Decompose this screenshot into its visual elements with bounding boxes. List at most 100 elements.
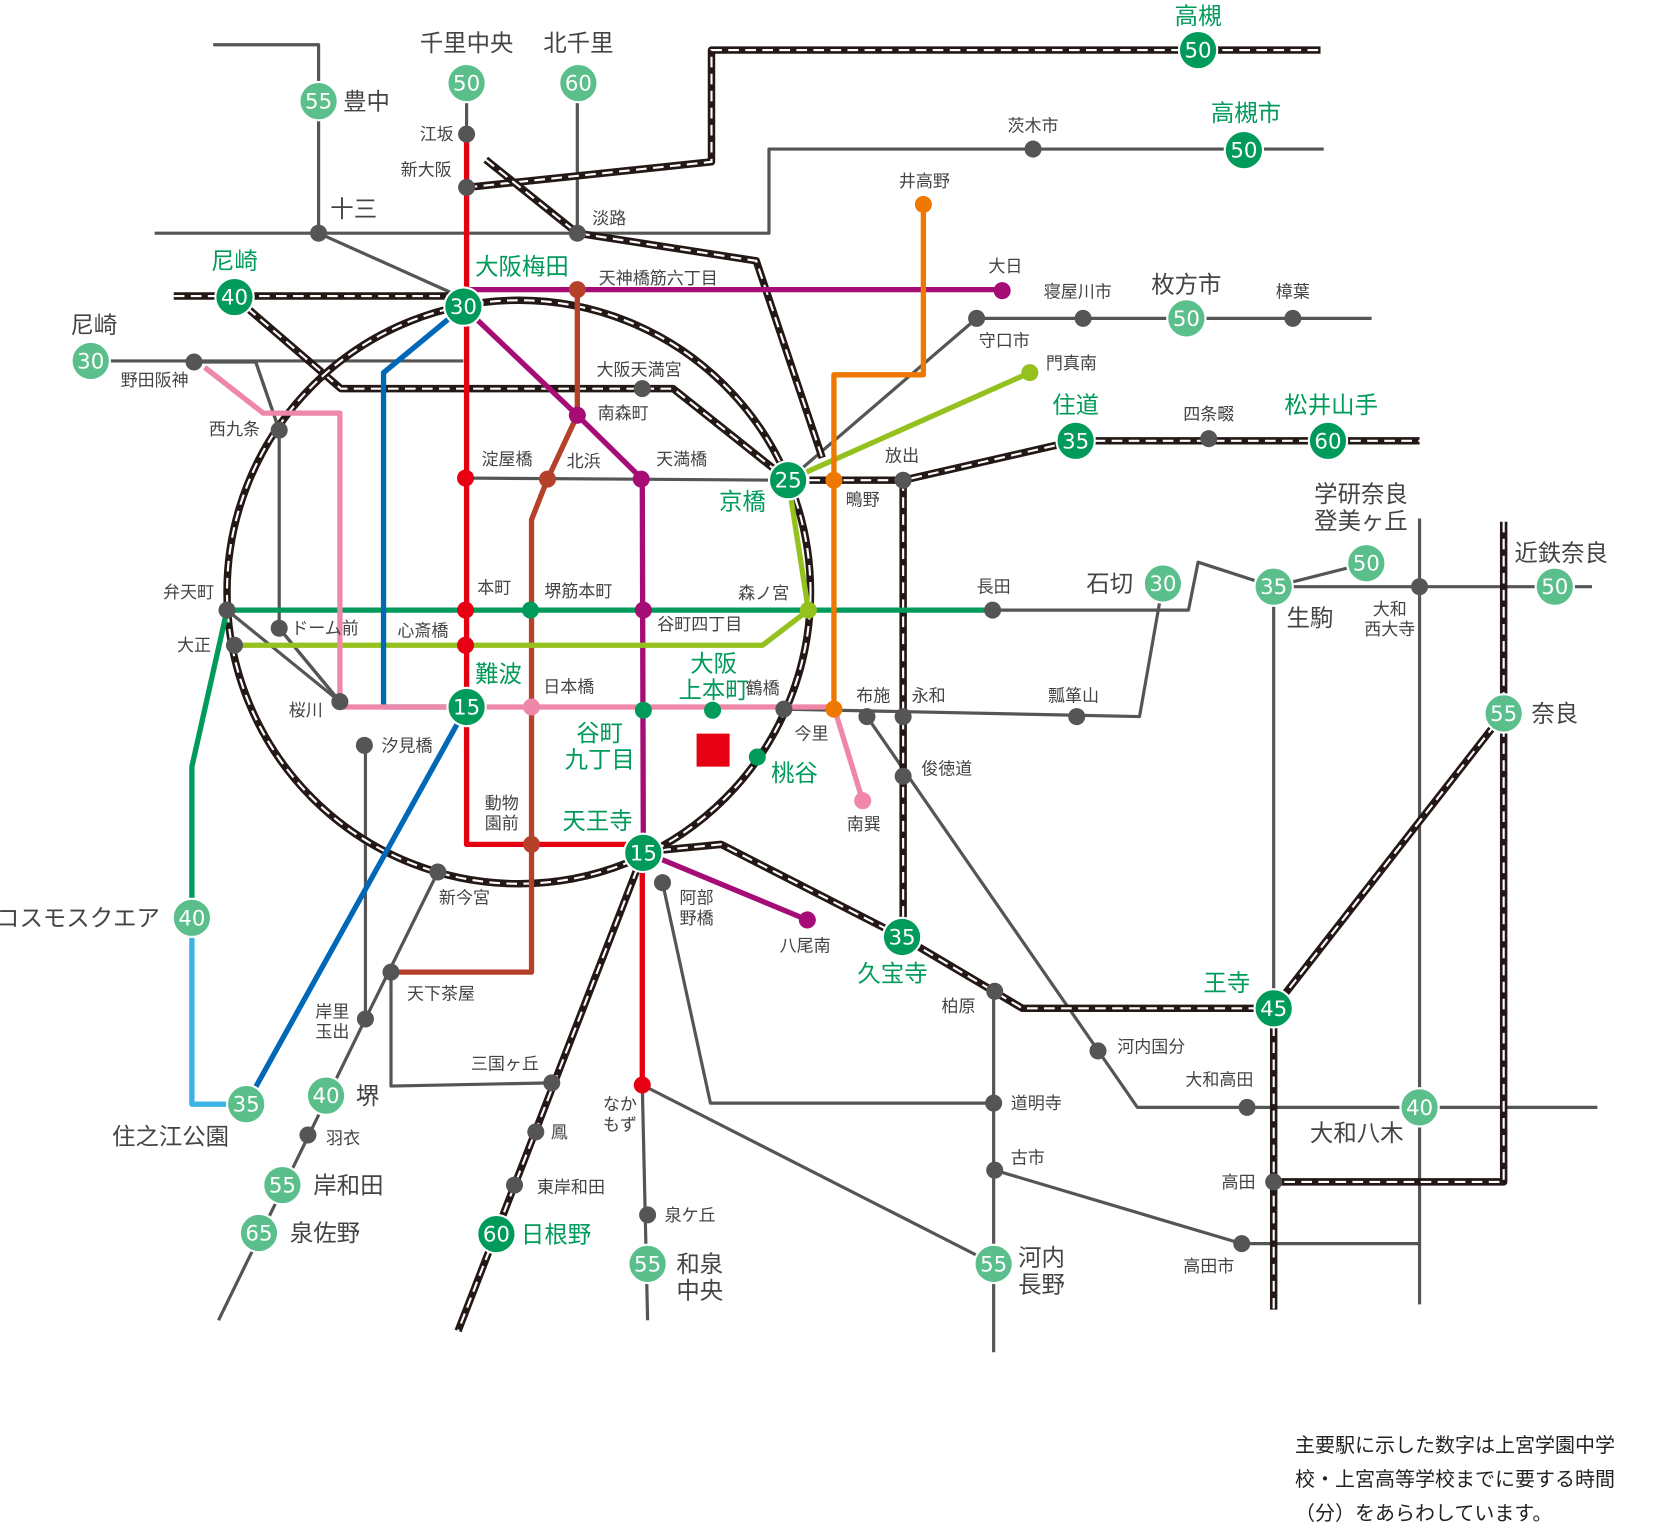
station-awaji[interactable]: 淡路 xyxy=(568,209,626,242)
station-itakano[interactable]: 井高野 xyxy=(899,172,950,213)
station-hyotanyama[interactable]: 瓢箪山 xyxy=(1048,686,1099,726)
station-name: コスモスクエア xyxy=(0,904,160,932)
station-nishikujo[interactable]: 西九条 xyxy=(209,420,288,440)
private-railway-line xyxy=(783,583,1165,719)
station-juso[interactable]: 十三 xyxy=(310,195,377,242)
station-ibarakishi[interactable]: 茨木市 xyxy=(1008,117,1059,158)
station-taisho[interactable]: 大正 xyxy=(177,636,243,656)
station-tenroku[interactable]: 天神橋筋六丁目 xyxy=(568,269,718,299)
station-shinimamiya[interactable]: 新今宮 xyxy=(429,863,490,909)
station-imazato[interactable]: 今里 xyxy=(795,700,843,745)
station-shuntokumichi[interactable]: 俊徳道 xyxy=(894,760,973,785)
station-sakuragawa[interactable]: 桜川 xyxy=(289,693,349,721)
travel-time-minutes: 50 xyxy=(1541,575,1568,600)
station-tsuruhashi[interactable]: 鶴橋 xyxy=(746,679,793,718)
station-takada[interactable]: 高田 xyxy=(1222,1173,1283,1193)
station-takadashi[interactable]: 高田市 xyxy=(1183,1235,1251,1277)
travel-time-badge xyxy=(1534,566,1576,607)
station-minamitatsumi[interactable]: 南巽 xyxy=(847,792,881,835)
station-shijonawate[interactable]: 四条畷 xyxy=(1183,405,1234,448)
station-hommachi[interactable]: 本町 xyxy=(457,579,511,619)
station-yaominami[interactable]: 八尾南 xyxy=(780,911,831,956)
station-nagata[interactable]: 長田 xyxy=(977,578,1011,619)
station-hagoromo[interactable]: 羽衣 xyxy=(299,1126,360,1150)
station-izumigaoka[interactable]: 泉ケ丘 xyxy=(639,1206,716,1226)
station-neyagawa[interactable]: 寝屋川市 xyxy=(1044,282,1112,327)
station-dainichi[interactable]: 大日 xyxy=(988,257,1022,300)
station-nodahanshin[interactable]: 野田阪神 xyxy=(121,353,203,392)
station-minamimori[interactable]: 南森町 xyxy=(568,404,649,424)
station-yamatotakada[interactable]: 大和高田 xyxy=(1185,1071,1256,1116)
station-tenmabashi[interactable]: 天満橋 xyxy=(632,450,708,488)
station-furuichi[interactable]: 古市 xyxy=(986,1148,1045,1179)
station-otori[interactable]: 鳳 xyxy=(527,1123,568,1143)
station-shinosaka[interactable]: 新大阪 xyxy=(401,160,476,196)
station-shiomibashi[interactable]: 汐見橋 xyxy=(355,736,433,756)
station-bentencho[interactable]: 弁天町 xyxy=(163,583,236,619)
station-kashiwara[interactable]: 柏原 xyxy=(941,982,1004,1017)
station-kawachikokubu[interactable]: 河内国分 xyxy=(1089,1038,1185,1060)
station-tanimachi4[interactable]: 谷町四丁目 xyxy=(634,601,742,635)
station-mikunigaoka[interactable]: 三国ヶ丘 xyxy=(471,1055,561,1092)
station-name: 永和 xyxy=(912,686,946,706)
station-name: 鴫野 xyxy=(846,490,880,510)
station-moriguchi[interactable]: 守口市 xyxy=(968,309,1030,352)
station-hanaten[interactable]: 放出 xyxy=(885,447,919,489)
station-shinsaibashi[interactable]: 心斎橋 xyxy=(397,621,475,654)
station-eiwa[interactable]: 永和 xyxy=(894,686,946,726)
station-domyoji[interactable]: 道明寺 xyxy=(985,1094,1062,1114)
station-tengachaya[interactable]: 天下茶屋 xyxy=(382,963,475,1005)
station-yodoyabashi[interactable]: 淀屋橋 xyxy=(457,450,533,487)
station-domemae[interactable]: ドーム前 xyxy=(270,619,359,639)
station-momodani[interactable]: 桃谷 xyxy=(748,748,818,788)
station-kadomaminami[interactable]: 門真南 xyxy=(1021,354,1097,382)
station-sakaisujihommachi[interactable]: 堺筋本町 xyxy=(521,582,612,619)
station-shigino[interactable]: 鴫野 xyxy=(825,471,880,511)
station-tenmangu[interactable]: 大阪天満宮 xyxy=(597,360,682,398)
station-higashikishiwada[interactable]: 東岸和田 xyxy=(505,1176,605,1199)
station-fuse[interactable]: 布施 xyxy=(856,686,890,726)
station-nippombashi[interactable]: 日本橋 xyxy=(523,678,594,716)
station-esaka[interactable]: 江坂 xyxy=(420,125,476,145)
station-morinomiya[interactable]: 森ノ宮 xyxy=(738,584,817,619)
station-kitahama[interactable]: 北浜 xyxy=(538,452,601,488)
station-kuzuha[interactable]: 樟葉 xyxy=(1276,283,1310,327)
